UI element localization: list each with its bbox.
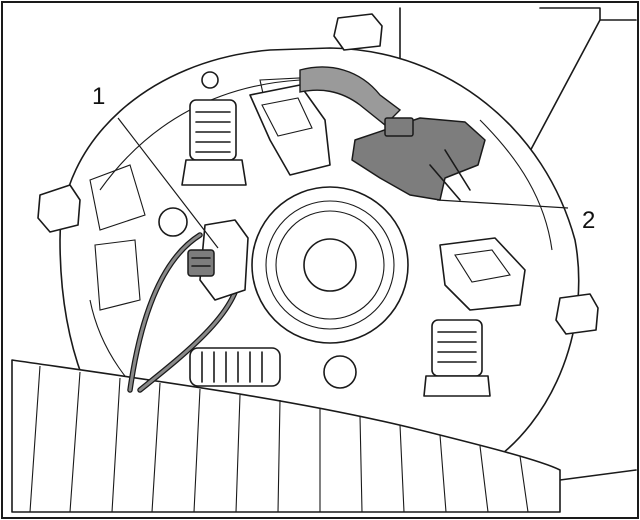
wiring-harness [11,359,561,513]
leader-line-2 [436,199,569,209]
housing-holes [158,71,357,389]
callout-1: 1 [92,83,105,110]
connector-2 [299,66,486,201]
right-terminal-bracket [439,237,526,311]
lower-coil [189,347,281,387]
brush-spring-lower [423,319,491,397]
callout-2: 2 [582,207,595,234]
rear-bearing [251,186,409,344]
brush-spring-upper [181,99,247,186]
leader-line-1 [117,117,219,249]
